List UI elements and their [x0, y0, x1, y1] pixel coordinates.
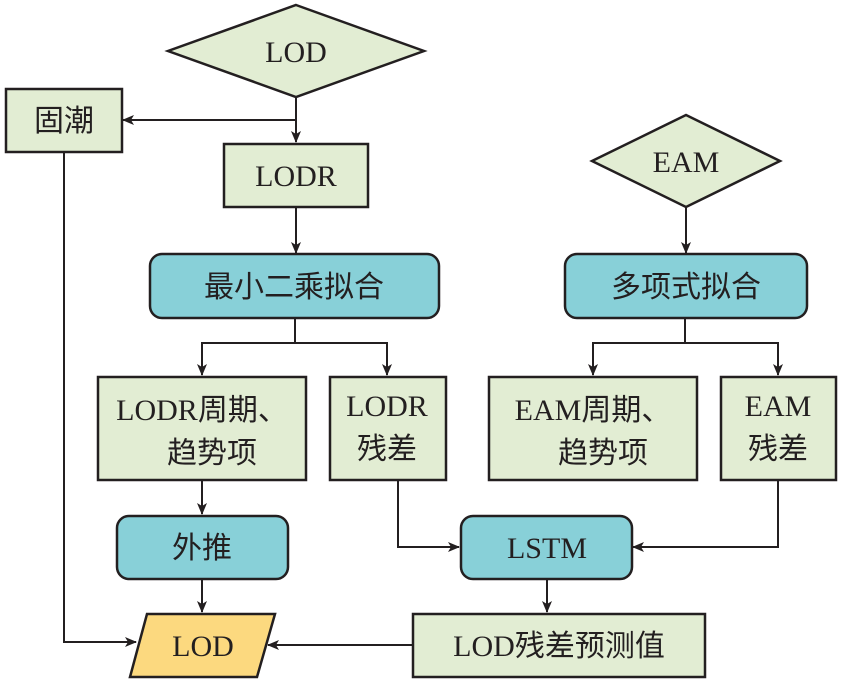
- node-eam-input: EAM: [589, 113, 783, 209]
- edge-poly-fit-to-eam-residual: [685, 342, 783, 376]
- node-label-line-1: EAM: [745, 390, 812, 423]
- rect-shape: [96, 375, 308, 482]
- node-poly-fit: 多项式拟合: [563, 252, 809, 320]
- node-solid-tide: 固潮: [4, 87, 124, 154]
- rounded-rect-shape: [563, 252, 809, 320]
- edge-poly-fit-to-eam-periodic: [588, 318, 686, 376]
- node-label: LODR: [255, 160, 337, 193]
- node-label: EAM: [653, 146, 720, 179]
- parallelogram-shape: [128, 612, 277, 679]
- rect-shape: [411, 612, 707, 679]
- node-lstm: LSTM: [459, 514, 634, 581]
- rounded-rect-shape: [148, 252, 441, 320]
- node-lod-input: LOD: [164, 3, 428, 99]
- edge-least-squares-to-lodr-periodic: [197, 318, 296, 376]
- node-label-line-2: 残差: [748, 433, 808, 466]
- edge-least-squares-to-lodr-residual: [295, 342, 392, 376]
- diamond-shape: [589, 113, 783, 209]
- rounded-rect-shape: [115, 514, 290, 581]
- node-lod-output: LOD: [128, 612, 277, 679]
- node-label-line-1: EAM周期、: [515, 394, 672, 427]
- edge-solid-tide-to-lod-output: [63, 152, 137, 647]
- node-lod-residual-pred: LOD残差预测值: [411, 612, 707, 679]
- node-label-line-2: 残差: [357, 433, 417, 466]
- edge-lodr-residual-to-lstm: [397, 480, 460, 552]
- node-label: 多项式拟合: [611, 271, 761, 304]
- node-lodr: LODR: [222, 142, 370, 209]
- node-label: LOD: [172, 630, 234, 663]
- node-label: 外推: [172, 532, 232, 565]
- node-label: LSTM: [507, 532, 587, 565]
- edge-eam-residual-to-lstm: [632, 480, 779, 552]
- rect-shape: [4, 87, 124, 154]
- rounded-rect-shape: [459, 514, 634, 581]
- node-least-squares: 最小二乘拟合: [148, 252, 441, 320]
- node-eam-residual: EAM 残差: [719, 375, 838, 482]
- node-label-line-2: 趋势项: [558, 437, 648, 470]
- rect-shape: [222, 142, 370, 209]
- node-extrapolation: 外推: [115, 514, 290, 581]
- node-lodr-residual: LODR 残差: [328, 375, 448, 482]
- rect-shape: [487, 375, 699, 482]
- node-lodr-periodic: LODR周期、 趋势项: [96, 375, 308, 482]
- edges: [63, 97, 783, 650]
- node-label-line-1: LODR周期、: [116, 394, 288, 427]
- node-label-line-1: LODR: [346, 390, 428, 423]
- node-label: LOD: [265, 36, 327, 69]
- rect-shape: [719, 375, 838, 482]
- node-label-line-2: 趋势项: [167, 437, 257, 470]
- node-label: LOD残差预测值: [453, 630, 665, 663]
- node-label: 固潮: [34, 105, 94, 138]
- diamond-shape: [164, 3, 428, 99]
- node-eam-periodic: EAM周期、 趋势项: [487, 375, 699, 482]
- node-label: 最小二乘拟合: [204, 271, 384, 304]
- rect-shape: [328, 375, 448, 482]
